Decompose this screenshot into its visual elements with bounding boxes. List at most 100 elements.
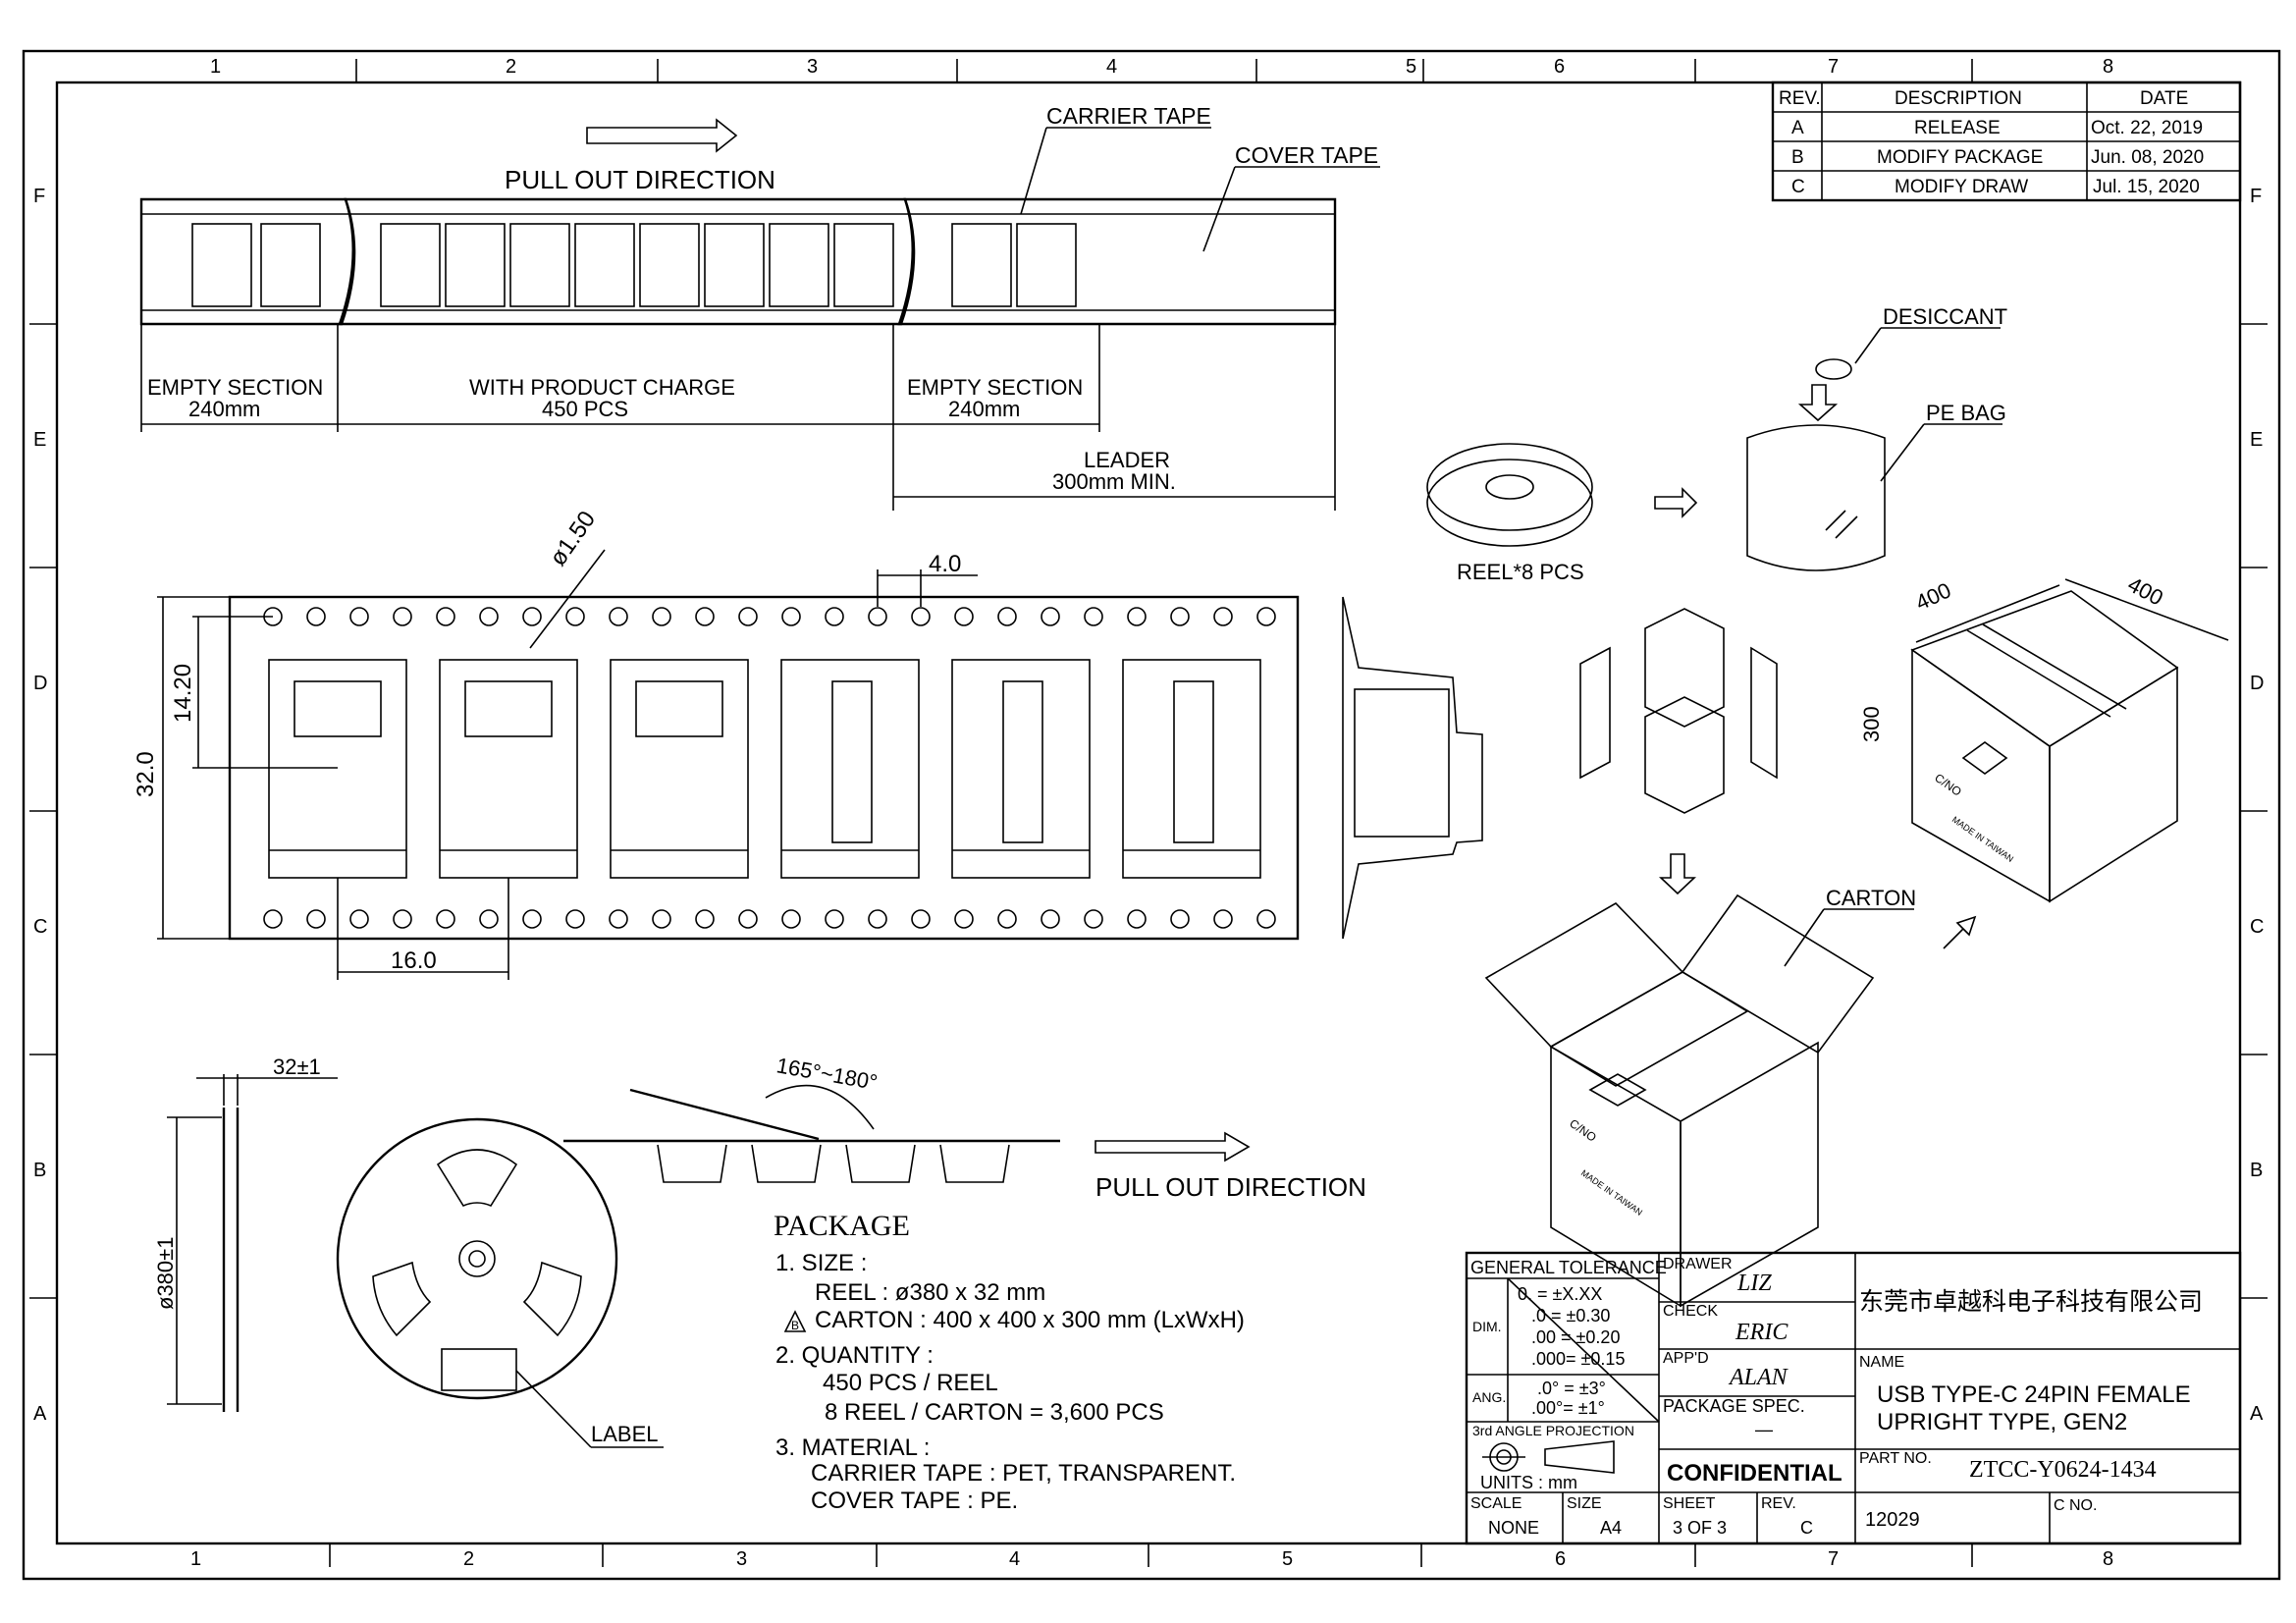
- confidential-label: CONFIDENTIAL: [1667, 1460, 1842, 1487]
- row-label-right: B: [2250, 1160, 2263, 1181]
- zone-label-bottom: 1: [190, 1548, 201, 1570]
- zone-label-top: 8: [2103, 56, 2113, 78]
- package-line: 8 REEL / CARTON = 3,600 PCS: [825, 1399, 1164, 1426]
- zone-label-top: 7: [1828, 56, 1839, 78]
- zone-label-bottom: 3: [736, 1548, 747, 1570]
- check-label: CHECK: [1663, 1303, 1718, 1320]
- pull-direction-arrow: [586, 118, 738, 153]
- hole-diameter-dim: ø1.50: [545, 507, 601, 571]
- zone-label-bottom: 6: [1555, 1548, 1566, 1570]
- check-signature: ERIC: [1735, 1320, 1789, 1345]
- pocket-pitch-dim: 16.0: [391, 947, 437, 974]
- name-label: NAME: [1859, 1354, 1904, 1371]
- scale-value: NONE: [1488, 1518, 1539, 1538]
- desiccant-label: DESICCANT: [1883, 304, 2007, 329]
- angle-tolerance-row: .0° = ±3°: [1537, 1379, 1606, 1398]
- rev-label: REV.: [1761, 1495, 1796, 1512]
- date-cell: Jun. 08, 2020: [2091, 147, 2204, 168]
- row-label-left: B: [33, 1160, 46, 1181]
- zone-label-top: 1: [210, 56, 221, 78]
- document-number: 12029: [1865, 1509, 1920, 1531]
- carton-mark: MADE IN TAIWAN: [1579, 1167, 1644, 1217]
- sheet-label: SHEET: [1663, 1495, 1716, 1512]
- ang-label: ANG.: [1472, 1389, 1506, 1405]
- box-dim-length: 400: [1912, 577, 1955, 615]
- package-line: REEL : ø380 x 32 mm: [815, 1279, 1045, 1306]
- size-label: SIZE: [1567, 1495, 1602, 1512]
- drawer-label: DRAWER: [1663, 1256, 1733, 1272]
- pull-out-direction-label: PULL OUT DIRECTION: [505, 165, 775, 194]
- reel-width-dim: 32±1: [273, 1055, 321, 1079]
- detail-pockets: [268, 659, 1261, 879]
- closed-carton: [1910, 578, 2229, 903]
- pe-bag-label: PE BAG: [1926, 401, 2006, 425]
- rev-cell: C: [1791, 177, 1805, 197]
- tape-pockets: [191, 223, 1077, 307]
- product-name-line1: USB TYPE-C 24PIN FEMALE: [1877, 1381, 2191, 1408]
- empty-section-1-label: EMPTY SECTION: [147, 375, 323, 400]
- package-line: 3. MATERIAL :: [775, 1434, 930, 1461]
- zone-label-top: 6: [1554, 56, 1565, 78]
- pull-out-direction-label-2: PULL OUT DIRECTION: [1095, 1172, 1366, 1202]
- product-section-qty: 450 PCS: [542, 397, 628, 421]
- hole-pitch-dim: 4.0: [929, 551, 961, 577]
- package-title: PACKAGE: [774, 1210, 910, 1242]
- leader-length: 300mm MIN.: [1052, 469, 1176, 494]
- box-dim-width: 400: [2124, 571, 2167, 610]
- description-cell: MODIFY PACKAGE: [1877, 147, 2043, 168]
- c-no-label: C NO.: [2054, 1497, 2097, 1514]
- reel-label-box: [441, 1348, 517, 1391]
- tolerance-row: 0. = ±X.XX: [1518, 1284, 1602, 1304]
- part-no-value: ZTCC-Y0624-1434: [1969, 1457, 2157, 1483]
- zone-label-bottom: 5: [1282, 1548, 1293, 1570]
- zone-label-bottom: 8: [2103, 1548, 2113, 1570]
- packaging-flow: DESICCANT PE BAG REEL*8 PCS: [1426, 304, 2229, 1308]
- dim-label: DIM.: [1472, 1319, 1502, 1334]
- appd-signature: ALAN: [1728, 1365, 1789, 1390]
- tolerance-row: .0 = ±0.30: [1531, 1306, 1610, 1325]
- row-label-left: F: [33, 186, 45, 207]
- reel-front: [336, 1117, 618, 1400]
- tape-strip-view: PULL OUT DIRECTION CARRIER TAPE COVER TA…: [139, 103, 1380, 511]
- rev-value: C: [1800, 1518, 1813, 1538]
- description-cell: RELEASE: [1914, 118, 2001, 138]
- rev-header: REV.: [1779, 88, 1821, 109]
- reel-diameter-dim: ø380±1: [153, 1237, 178, 1310]
- date-cell: Jul. 15, 2020: [2093, 177, 2200, 197]
- zone-label-top: 4: [1106, 56, 1117, 78]
- offset-dim: 14.20: [170, 664, 196, 723]
- description-header: DESCRIPTION: [1895, 88, 2022, 109]
- zone-label-bottom: 2: [463, 1548, 474, 1570]
- package-line: CARTON : 400 x 400 x 300 mm (LxWxH): [815, 1307, 1245, 1333]
- label-callout: LABEL: [591, 1422, 659, 1446]
- units-label: UNITS : mm: [1480, 1473, 1577, 1492]
- zone-label-bottom: 7: [1828, 1548, 1839, 1570]
- empty-section-2-length: 240mm: [948, 397, 1020, 421]
- rev-marker: B: [791, 1319, 799, 1332]
- border-frame: 1 2 3 4 5 6 7 8 1 2 3 4 5 6 7 8 F E D C …: [22, 49, 2281, 1581]
- package-spec-label: PACKAGE SPEC.: [1663, 1396, 1805, 1416]
- scale-label: SCALE: [1470, 1495, 1522, 1512]
- row-label-right: F: [2250, 186, 2262, 207]
- appd-label: APP'D: [1663, 1350, 1709, 1367]
- company-name: 东莞市卓越科电子科技有限公司: [1859, 1288, 2203, 1316]
- desiccant-pack: [1815, 358, 1852, 380]
- zone-label-bottom: 4: [1009, 1548, 1020, 1570]
- date-cell: Oct. 22, 2019: [2091, 118, 2203, 138]
- row-label-left: E: [33, 429, 46, 451]
- drawer-signature: LIZ: [1736, 1271, 1772, 1296]
- reel-qty-label: REEL*8 PCS: [1457, 560, 1584, 584]
- package-line: 1. SIZE :: [775, 1250, 867, 1276]
- sheet-value: 3 OF 3: [1673, 1518, 1727, 1538]
- tape-width-dim: 32.0: [133, 751, 159, 797]
- carton-mark: C/NO: [1932, 771, 1964, 799]
- leader-label: LEADER: [1084, 448, 1170, 472]
- product-name-line2: UPRIGHT TYPE, GEN2: [1877, 1409, 2127, 1435]
- rev-cell: B: [1791, 147, 1804, 168]
- package-spec-value: —: [1755, 1420, 1773, 1439]
- row-label-left: C: [33, 916, 47, 938]
- zone-label-top: 2: [506, 56, 516, 78]
- size-value: A4: [1600, 1518, 1622, 1538]
- package-line: CARRIER TAPE : PET, TRANSPARENT.: [811, 1460, 1236, 1487]
